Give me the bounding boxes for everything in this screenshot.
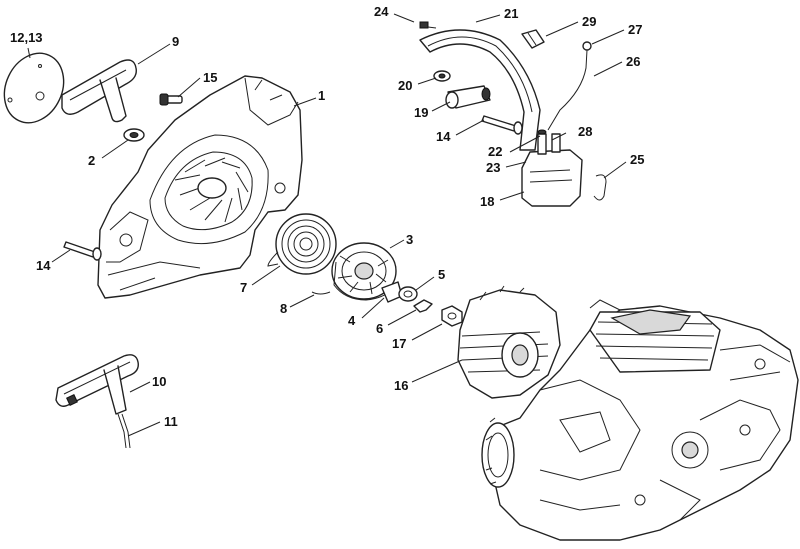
callout-9: 9 bbox=[172, 34, 179, 49]
plug-boot bbox=[521, 29, 545, 49]
callout-15: 15 bbox=[203, 70, 217, 85]
screw-14-right bbox=[481, 115, 523, 135]
callout-1: 1 bbox=[318, 88, 325, 103]
engine-crankcase bbox=[481, 299, 799, 541]
ignition-module bbox=[521, 129, 583, 207]
callout-11: 11 bbox=[164, 414, 178, 429]
nut bbox=[441, 305, 463, 327]
leader-lines bbox=[27, 13, 627, 437]
callout-25: 25 bbox=[630, 152, 644, 167]
callout-20: 20 bbox=[398, 78, 412, 93]
callout-29: 29 bbox=[582, 14, 596, 29]
rope-rotor bbox=[311, 291, 331, 295]
callout-16: 16 bbox=[394, 378, 408, 393]
cable-guard bbox=[419, 29, 541, 151]
callout-2: 2 bbox=[88, 153, 95, 168]
callout-12-13: 12,13 bbox=[10, 30, 43, 45]
rope-bushing bbox=[123, 128, 145, 142]
callout-8: 8 bbox=[280, 301, 287, 316]
spring-clip bbox=[413, 299, 433, 313]
callout-5: 5 bbox=[438, 267, 445, 282]
fan-housing bbox=[97, 75, 303, 299]
screw-15 bbox=[159, 93, 183, 106]
callout-10: 10 bbox=[152, 374, 166, 389]
callout-18: 18 bbox=[480, 194, 494, 209]
callout-19: 19 bbox=[414, 105, 428, 120]
screw-14-left bbox=[63, 241, 102, 261]
callout-4: 4 bbox=[348, 313, 356, 328]
clip-25 bbox=[593, 174, 607, 201]
callout-17: 17 bbox=[392, 336, 406, 351]
combination-wrench bbox=[55, 354, 139, 415]
grommet bbox=[433, 70, 451, 82]
flywheel bbox=[457, 285, 561, 399]
callout-3: 3 bbox=[406, 232, 413, 247]
spark-lead bbox=[419, 21, 437, 29]
starter-grip bbox=[61, 59, 137, 123]
callout-26: 26 bbox=[626, 54, 640, 69]
rewind-spring bbox=[267, 213, 337, 275]
callout-27: 27 bbox=[628, 22, 642, 37]
callout-28: 28 bbox=[578, 124, 592, 139]
callout-24: 24 bbox=[374, 4, 389, 19]
callout-22: 22 bbox=[488, 144, 502, 159]
terminal bbox=[445, 85, 491, 109]
callout-21: 21 bbox=[504, 6, 518, 21]
callout-6: 6 bbox=[376, 321, 383, 336]
rope-rotor-3 bbox=[331, 242, 397, 301]
callout-14-left: 14 bbox=[36, 258, 51, 273]
callout-14-right: 14 bbox=[436, 129, 451, 144]
callout-7: 7 bbox=[240, 280, 247, 295]
callout-23: 23 bbox=[486, 160, 500, 175]
starter-rope bbox=[117, 413, 131, 449]
short-circuit-wire bbox=[547, 41, 592, 131]
gasket-disc bbox=[3, 52, 65, 124]
washer bbox=[398, 286, 418, 302]
callout-labels: 12,13 9 15 1 2 14 7 8 3 5 4 6 17 16 10 1… bbox=[10, 4, 644, 429]
